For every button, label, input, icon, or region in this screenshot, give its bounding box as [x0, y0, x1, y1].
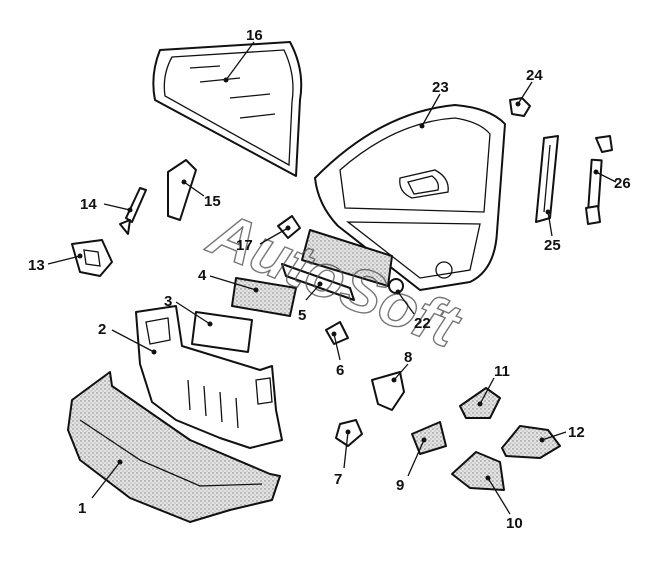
- callout-3: 3: [164, 293, 172, 310]
- tail-lamp-right: [501, 425, 561, 459]
- callout-8: 8: [404, 349, 412, 366]
- fastener: [325, 321, 349, 345]
- callout-26: 26: [614, 175, 631, 192]
- callout-10: 10: [506, 515, 523, 532]
- callout-6: 6: [336, 362, 344, 379]
- rear-bumper: [67, 371, 281, 523]
- callout-12: 12: [568, 424, 585, 441]
- callout-14: 14: [80, 196, 97, 213]
- callout-7: 7: [334, 471, 342, 488]
- tailgate: [314, 104, 506, 291]
- callout-13: 13: [28, 257, 45, 274]
- callout-23: 23: [432, 79, 449, 96]
- bumper-reinforcement: [135, 305, 283, 449]
- fog-lamp: [411, 421, 447, 455]
- callout-5: 5: [298, 307, 306, 324]
- tailgate-hinge: [167, 159, 197, 221]
- hinge-strip: [535, 135, 559, 223]
- callout-4: 4: [198, 267, 207, 284]
- tail-lamp-lower: [451, 451, 505, 491]
- callout-24: 24: [526, 67, 543, 84]
- callout-25: 25: [544, 237, 561, 254]
- leader-lines: [47, 41, 617, 515]
- mounting-bracket: [371, 371, 405, 411]
- license-lamp-trim: [281, 229, 393, 301]
- rear-window-glass: [152, 41, 303, 177]
- callout-22: 22: [414, 315, 431, 332]
- callout-15: 15: [204, 193, 221, 210]
- callout-2: 2: [98, 321, 106, 338]
- callout-1: 1: [78, 500, 86, 517]
- callout-11: 11: [494, 363, 510, 380]
- lock-mechanism: [71, 239, 113, 277]
- callout-17: 17: [236, 237, 253, 254]
- clip-part: [509, 97, 531, 117]
- callout-9: 9: [396, 477, 404, 494]
- callout-16: 16: [246, 27, 263, 44]
- gas-strut: [585, 135, 613, 225]
- gas-strut-left: [119, 187, 147, 235]
